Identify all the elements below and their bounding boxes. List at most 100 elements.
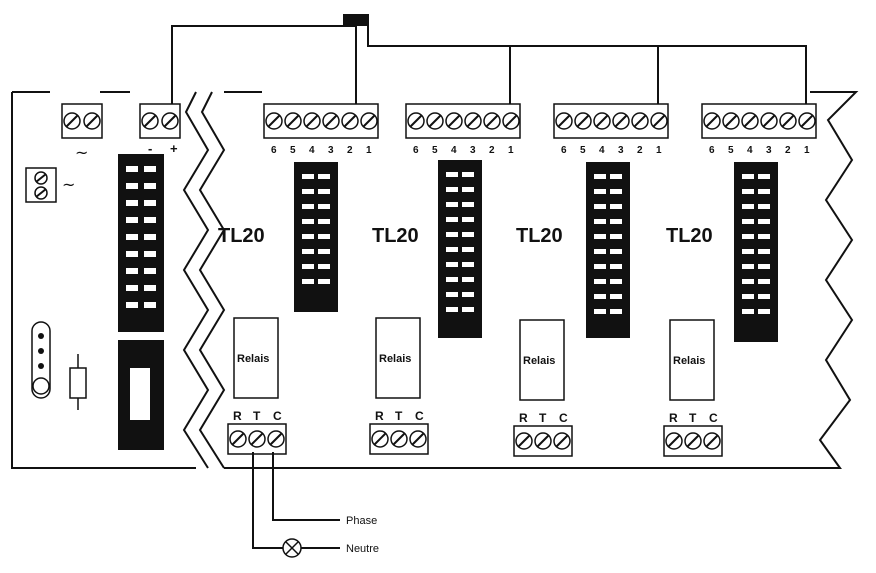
chip-slot [758, 204, 770, 209]
power-unit: ~ - + ~ [11, 91, 226, 469]
chip-slot [144, 217, 156, 223]
terminal-number: 6 [709, 145, 715, 156]
chip-slot [302, 204, 314, 209]
chip-slot [126, 302, 138, 308]
chip-slot [610, 249, 622, 254]
relay-output-wiring: Phase Neutre [252, 452, 379, 558]
terminal-number: 1 [366, 145, 372, 156]
terminal-number: 4 [309, 145, 315, 156]
module-chip [438, 160, 482, 338]
chip-slot [610, 219, 622, 224]
chip-slot [462, 292, 474, 297]
chip-slot [318, 279, 330, 284]
relay-terminal-label: R [233, 409, 242, 423]
relay-terminal-label: R [375, 409, 384, 423]
chip-slot [758, 264, 770, 269]
chip-slot [742, 264, 754, 269]
chip-slot [318, 219, 330, 224]
chip-slot [462, 187, 474, 192]
module-label: TL20 [666, 225, 713, 247]
chip-slot [610, 264, 622, 269]
chip-slot [610, 189, 622, 194]
terminal-number: 3 [618, 145, 624, 156]
terminal-number: 1 [804, 145, 810, 156]
terminal-number: 2 [347, 145, 353, 156]
chip-slot [758, 294, 770, 299]
chip-slot [610, 234, 622, 239]
chip-slot [742, 234, 754, 239]
chip-slot [742, 174, 754, 179]
terminal-number: 6 [413, 145, 419, 156]
relay-terminal-label: C [273, 409, 282, 423]
module-housing [224, 91, 859, 469]
terminal-number: 5 [290, 145, 296, 156]
chip-slot [318, 204, 330, 209]
chip-slot [462, 307, 474, 312]
relay: Relais [375, 317, 421, 399]
terminal-number: 4 [599, 145, 605, 156]
dc-terminal [139, 103, 181, 139]
relay-terminal-label: T [395, 409, 403, 423]
chip-slot [594, 279, 606, 284]
chip-slot [610, 174, 622, 179]
chip-slot [144, 251, 156, 257]
chip-slot [742, 189, 754, 194]
chip-slot [126, 234, 138, 240]
ac-symbol-2: ~ [62, 175, 75, 194]
terminal-number: 3 [470, 145, 476, 156]
terminal-number: 2 [637, 145, 643, 156]
chip-slot [742, 279, 754, 284]
chip-slot [126, 268, 138, 274]
chip-slot [318, 189, 330, 194]
chip-slot [318, 174, 330, 179]
terminal-number: 5 [580, 145, 586, 156]
power-chip [118, 154, 164, 332]
relay: Relais [233, 317, 279, 399]
chip-slot [126, 200, 138, 206]
chip-slot [144, 200, 156, 206]
module-chip [294, 162, 338, 312]
relay-terminal-label: T [539, 411, 547, 425]
terminal-number: 2 [489, 145, 495, 156]
relay-label: Relais [673, 355, 705, 367]
chip-slot [758, 249, 770, 254]
chip-slot [126, 166, 138, 172]
ac-symbol: ~ [75, 143, 88, 162]
terminal-number: 1 [508, 145, 514, 156]
relay: Relais [669, 319, 715, 401]
bus-connector [343, 14, 369, 26]
chip-slot [758, 279, 770, 284]
relay-terminal-label: C [559, 411, 568, 425]
chip-slot [446, 217, 458, 222]
chip-slot [594, 249, 606, 254]
chip-slot [594, 264, 606, 269]
relay-terminal-label: C [415, 409, 424, 423]
chip-slot [144, 234, 156, 240]
chip-slot [144, 302, 156, 308]
dc-plus-label: + [170, 141, 178, 156]
chip-slot [594, 219, 606, 224]
module-label: TL20 [516, 225, 563, 247]
chip-slot [742, 249, 754, 254]
terminal-number: 1 [656, 145, 662, 156]
terminal-block: 6 5 4 3 2 1 [553, 103, 669, 156]
chip-slot [758, 219, 770, 224]
chip-slot [318, 234, 330, 239]
chip-slot [144, 268, 156, 274]
chip-slot [742, 204, 754, 209]
terminal-number: 6 [561, 145, 567, 156]
relay-label: Relais [379, 353, 411, 365]
ac-terminal [61, 103, 103, 139]
resistor [69, 354, 87, 410]
module-label: TL20 [372, 225, 419, 247]
dc-minus-label: - [148, 141, 152, 156]
chip-slot [462, 247, 474, 252]
led-strip [31, 321, 51, 399]
chip-slot [594, 189, 606, 194]
chip-slot [742, 309, 754, 314]
